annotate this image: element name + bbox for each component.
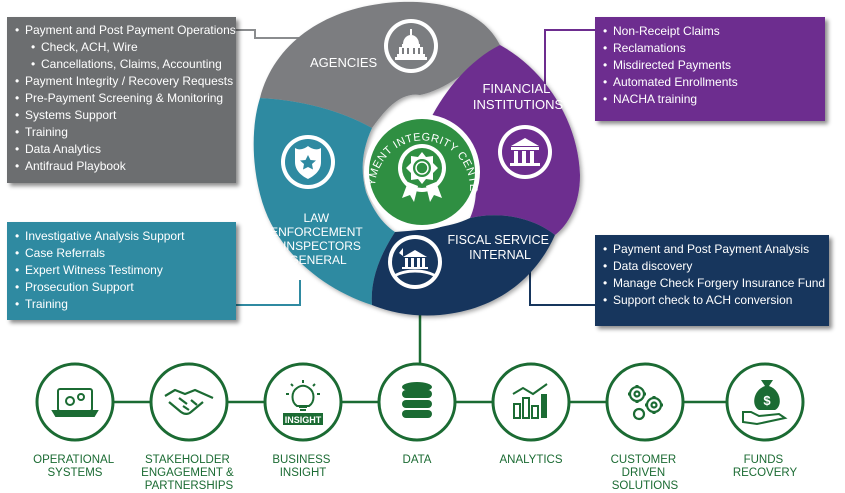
capability-list: OPERATIONAL SYSTEMS STAKEHOLDER ENGAGEME… — [33, 362, 805, 492]
law-enforcement-box: Investigative Analysis Support Case Refe… — [7, 222, 236, 320]
list-item: Payment Integrity / Recovery Requests — [15, 73, 236, 90]
fiscal-service-seal-icon — [388, 235, 442, 289]
connector-financial — [544, 29, 595, 95]
capability-label: OPERATIONAL SYSTEMS — [33, 454, 117, 479]
list-item: Misdirected Payments — [603, 57, 825, 74]
award-rosette-icon — [398, 144, 446, 202]
list-item: Non-Receipt Claims — [603, 23, 825, 40]
database-icon — [402, 382, 432, 418]
list-item: Reclamations — [603, 40, 825, 57]
list-item: Data discovery — [603, 258, 829, 275]
capability-stakeholder-engagement: STAKEHOLDER ENGAGEMENT & PARTNERSHIPS — [141, 362, 237, 492]
capitol-icon — [384, 19, 438, 73]
list-item: Payment and Post Payment Operations — [15, 22, 236, 39]
capability-business-insight: INSIGHT BUSINESS INSIGHT — [263, 362, 343, 479]
financial-institutions-box: Non-Receipt Claims Reclamations Misdirec… — [595, 17, 825, 121]
capability-label: CUSTOMER DRIVEN SOLUTIONS — [611, 454, 680, 492]
police-badge-icon — [281, 135, 335, 189]
connector-lines — [236, 29, 595, 306]
capability-data: DATA — [377, 362, 457, 466]
capability-funds-recovery: $ FUNDS RECOVERY — [725, 362, 805, 479]
capability-label: STAKEHOLDER ENGAGEMENT & PARTNERSHIPS — [141, 454, 237, 492]
bank-icon — [498, 125, 552, 179]
capability-customer-solutions: CUSTOMER DRIVEN SOLUTIONS — [605, 362, 685, 492]
connector-fiscal — [529, 270, 595, 306]
svg-text:$: $ — [763, 393, 771, 408]
list-item: Check, ACH, Wire — [15, 39, 236, 56]
list-item: Prosecution Support — [15, 279, 236, 296]
list-item: Training — [15, 296, 236, 313]
fiscal-title: FISCAL SERVICE INTERNAL — [448, 233, 553, 262]
list-item: Expert Witness Testimony — [15, 262, 236, 279]
list-item: Training — [15, 124, 236, 141]
list-item: Case Referrals — [15, 245, 236, 262]
gears-icon — [628, 385, 663, 421]
connector-law — [236, 280, 301, 306]
list-item: Payment and Post Payment Analysis — [603, 241, 829, 258]
insight-badge — [283, 413, 323, 425]
handshake-icon — [164, 388, 214, 415]
capability-label: BUSINESS INSIGHT — [272, 454, 333, 479]
insight-badge-text: INSIGHT — [285, 415, 322, 425]
list-item: Data Analytics — [15, 141, 236, 158]
list-item: Systems Support — [15, 107, 236, 124]
list-item: Automated Enrollments — [603, 74, 825, 91]
money-bag-hand-icon: $ — [742, 380, 788, 426]
laptop-gears-icon — [51, 388, 99, 417]
connector-agencies — [236, 29, 330, 39]
list-item: Support check to ACH conversion — [603, 292, 829, 309]
law-title: LAW ENFORCEMENT & INSPECTORS GENERAL — [270, 211, 366, 267]
agencies-services-box: Payment and Post Payment Operations Chec… — [7, 17, 236, 183]
capability-analytics: ANALYTICS — [491, 362, 571, 466]
capability-label: ANALYTICS — [499, 454, 562, 466]
bar-chart-icon — [512, 383, 548, 419]
list-item: Manage Check Forgery Insurance Fund — [603, 275, 829, 292]
fiscal-service-box: Payment and Post Payment Analysis Data d… — [595, 235, 829, 326]
capability-operational-systems: OPERATIONAL SYSTEMS — [33, 362, 117, 479]
list-item: NACHA training — [603, 91, 825, 108]
list-item: Investigative Analysis Support — [15, 228, 236, 245]
segment-agencies — [260, 1, 500, 129]
financial-title: FINANCIAL INSTITUTIONS — [473, 81, 564, 112]
capability-label: DATA — [403, 454, 432, 466]
list-item: Antifraud Playbook — [15, 158, 236, 175]
list-item: Pre-Payment Screening & Monitoring — [15, 90, 236, 107]
capability-label: FUNDS RECOVERY — [733, 454, 798, 479]
list-item: Cancellations, Claims, Accounting — [15, 56, 236, 73]
lightbulb-icon — [286, 380, 320, 411]
agencies-title: AGENCIES — [310, 55, 378, 70]
